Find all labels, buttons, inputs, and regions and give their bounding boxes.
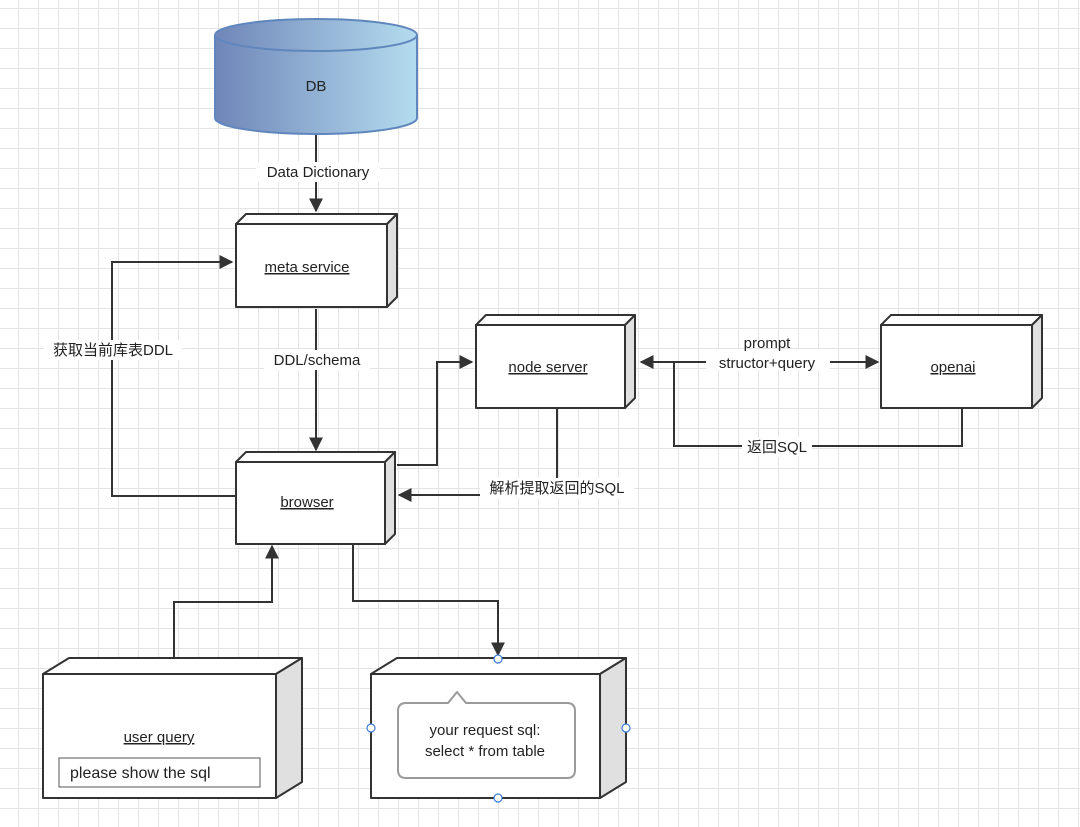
user-query-input[interactable] (58, 757, 261, 788)
result-line-1: your request sql: (430, 722, 541, 739)
edge-openai-to-node-server (673, 362, 963, 447)
label-parse-sql: 解析提取返回的SQL (489, 480, 624, 497)
label-return-sql: 返回SQL (747, 439, 807, 456)
result-tooltip: your request sql: select * from table (397, 691, 576, 779)
result-line-2: select * from table (425, 743, 545, 760)
edge-browser-to-node-server (397, 355, 474, 466)
selection-handles[interactable] (366, 654, 631, 803)
label-ddl-schema: DDL/schema (274, 352, 361, 369)
openai-node (880, 314, 1043, 409)
label-data-dictionary: Data Dictionary (267, 164, 370, 181)
label-structor-query: structor+query (719, 355, 816, 372)
meta-service-label: meta service (264, 259, 349, 276)
db-node: DB (214, 18, 418, 135)
selection-handle-right[interactable] (621, 723, 631, 733)
node-server-label: node server (508, 359, 587, 376)
label-prompt: prompt (744, 335, 792, 352)
edge-browser-to-meta-service (111, 255, 236, 497)
user-query-input-text: please show the sql (70, 765, 211, 782)
edge-browser-to-result (352, 544, 505, 657)
user-query-label: user query (124, 729, 195, 746)
label-get-ddl: 获取当前库表DDL (53, 342, 173, 359)
node-server-node (475, 314, 636, 409)
selection-handle-bottom[interactable] (493, 793, 503, 803)
browser-label: browser (280, 494, 333, 511)
selection-handle-top[interactable] (493, 654, 503, 664)
selection-handle-left[interactable] (366, 723, 376, 733)
browser-node (235, 451, 396, 545)
edge-labels: Data Dictionary DDL/schema 获取当前库表DDL pro… (44, 162, 830, 498)
db-label: DB (306, 78, 327, 95)
meta-service-node (235, 213, 398, 308)
edge-user-query-to-browser (173, 544, 279, 658)
openai-label: openai (930, 359, 975, 376)
